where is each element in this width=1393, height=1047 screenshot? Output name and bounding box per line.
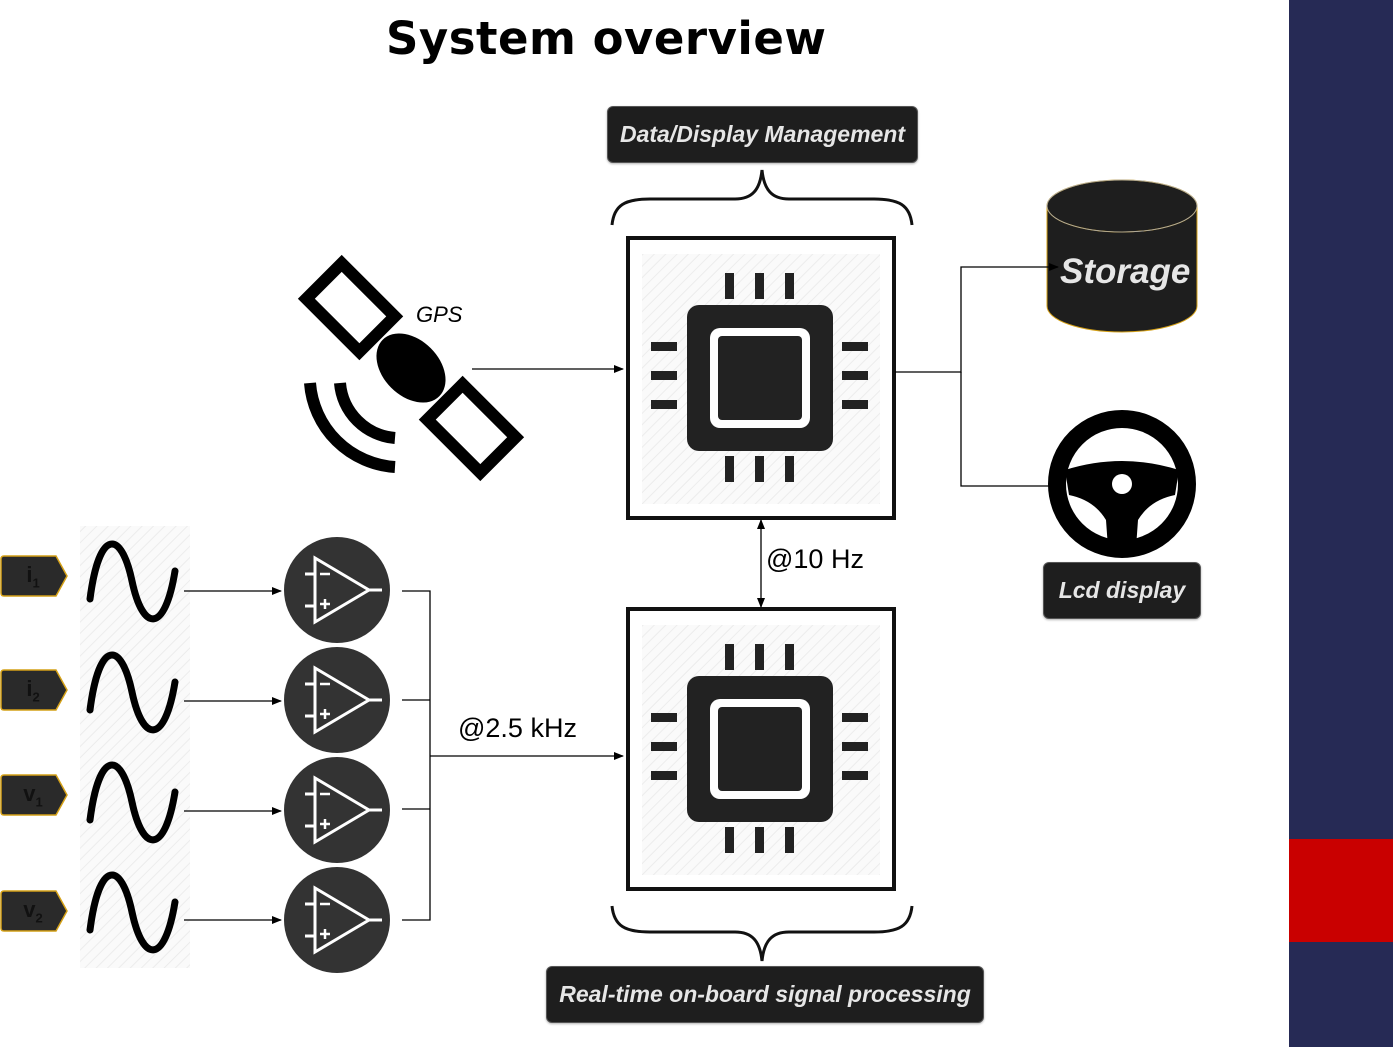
page-title: System overview [386, 12, 827, 65]
cpu-chip-icon [626, 607, 896, 891]
satellite-icon [297, 254, 525, 482]
signal-letter: i [26, 675, 33, 701]
rate-label-2k5hz: @2.5 kHz [458, 713, 577, 743]
signal-subscript: 1 [35, 794, 43, 810]
curly-brace-icon [610, 169, 914, 226]
signal-letter: i [26, 561, 33, 587]
data-display-label: Data/Display Management [607, 106, 918, 163]
curly-brace-icon [610, 905, 914, 962]
signal-tag: i2 [0, 669, 68, 711]
signal-subscript: 1 [32, 575, 40, 591]
signal-tag: v2 [0, 890, 68, 932]
bus-bracket [402, 590, 431, 921]
cpu-chip-icon [626, 236, 896, 520]
storage-cylinder-icon [1046, 179, 1198, 333]
op-amp-icon [282, 535, 392, 645]
signal-letter: v [23, 896, 36, 922]
display-connector [960, 372, 1052, 487]
signal-letter: v [23, 780, 36, 806]
op-amp-icon [282, 645, 392, 755]
rate-label-10hz: @10 Hz [766, 544, 864, 574]
realtime-processing-label: Real-time on-board signal processing [546, 966, 984, 1023]
op-amp-icon [282, 865, 392, 975]
system-diagram [80, 169, 1198, 975]
sidebar-accent-block [1289, 839, 1393, 942]
gps-label: GPS [416, 302, 463, 327]
steering-wheel-icon [1048, 410, 1196, 558]
storage-label: Storage [1060, 252, 1191, 291]
storage-connector [895, 263, 1059, 373]
signal-subscript: 2 [35, 910, 43, 926]
signal-tag: i1 [0, 555, 68, 597]
signal-tag: v1 [0, 774, 68, 816]
signal-subscript: 2 [32, 689, 40, 705]
lcd-display-label: Lcd display [1043, 562, 1201, 619]
op-amp-icon [282, 755, 392, 865]
